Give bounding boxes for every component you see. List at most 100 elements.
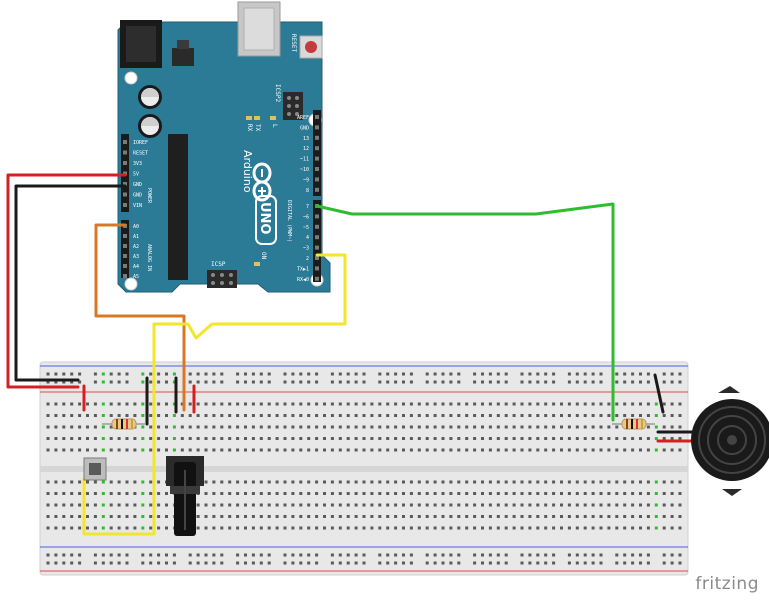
breadboard-hole — [425, 425, 429, 429]
breadboard-hole — [441, 553, 445, 557]
breadboard-hole — [449, 414, 453, 417]
breadboard-hole — [591, 553, 595, 557]
breadboard-hole — [165, 526, 168, 530]
breadboard-hole — [267, 380, 271, 384]
breadboard-hole — [291, 526, 295, 530]
icsp2-header — [283, 92, 303, 120]
breadboard-hole — [504, 437, 508, 440]
breadboard-hole — [267, 526, 271, 530]
breadboard-hole — [394, 437, 398, 440]
breadboard-hole — [607, 448, 611, 452]
breadboard-hole — [425, 492, 429, 495]
breadboard-hole — [473, 526, 477, 530]
breadboard-hole — [520, 526, 524, 530]
breadboard-hole — [323, 526, 326, 530]
breadboard-hole — [560, 414, 563, 417]
breadboard-hole — [46, 515, 50, 518]
breadboard-hole — [204, 437, 208, 440]
breadboard-hole — [678, 515, 682, 518]
breadboard-hole — [615, 437, 619, 440]
breadboard-hole — [536, 526, 540, 530]
breadboard-hole — [117, 448, 121, 452]
breadboard-hole — [62, 425, 66, 429]
breadboard-hole — [536, 380, 540, 384]
breadboard-hole — [157, 492, 161, 495]
breadboard-hole — [125, 402, 129, 406]
breadboard-hole — [70, 380, 74, 384]
breadboard-hole — [283, 561, 287, 565]
breadboard — [39, 361, 689, 576]
breadboard-hole — [654, 526, 658, 530]
breadboard-hole — [188, 380, 192, 384]
breadboard-hole — [346, 503, 350, 507]
breadboard-hole — [378, 515, 382, 518]
breadboard-hole — [259, 480, 263, 484]
breadboard-hole — [552, 448, 556, 452]
breadboard-hole — [488, 561, 492, 565]
breadboard-hole — [236, 480, 240, 484]
breadboard-hole — [473, 553, 477, 557]
breadboard-hole — [378, 402, 382, 406]
breadboard-hole — [62, 480, 66, 484]
breadboard-hole — [433, 437, 437, 440]
breadboard-hole — [417, 526, 421, 530]
breadboard-hole — [141, 515, 145, 518]
breadboard-hole — [70, 503, 74, 507]
breadboard-hole — [259, 372, 263, 376]
breadboard-hole — [196, 503, 200, 507]
breadboard-hole — [54, 561, 58, 565]
breadboard-hole — [481, 526, 484, 530]
breadboard-hole — [544, 526, 548, 530]
breadboard-hole — [117, 480, 121, 484]
breadboard-hole — [441, 425, 445, 429]
pushbutton-icon[interactable] — [83, 457, 107, 481]
breadboard-hole — [149, 553, 153, 557]
breadboard-hole — [409, 437, 413, 440]
breadboard-hole — [220, 480, 224, 484]
breadboard-hole — [457, 553, 461, 557]
breadboard-hole — [133, 492, 137, 495]
breadboard-hole — [409, 372, 413, 376]
pin-label: ~5 — [303, 225, 309, 231]
breadboard-hole — [157, 448, 161, 452]
breadboard-hole — [465, 425, 469, 429]
icsp-label: ICSP — [211, 261, 226, 268]
breadboard-hole — [315, 437, 319, 440]
breadboard-hole — [275, 425, 279, 429]
breadboard-hole — [149, 561, 153, 565]
breadboard-hole — [109, 553, 113, 557]
breadboard-hole — [496, 414, 500, 417]
breadboard-hole — [402, 437, 405, 440]
breadboard-hole — [93, 437, 97, 440]
breadboard-hole — [394, 503, 398, 507]
breadboard-hole — [425, 561, 429, 565]
breadboard-hole — [212, 480, 216, 484]
breadboard-hole — [78, 515, 82, 518]
breadboard-hole — [417, 437, 421, 440]
breadboard-hole — [251, 503, 255, 507]
breadboard-hole — [591, 437, 595, 440]
breadboard-hole — [473, 414, 477, 417]
breadboard-hole — [283, 425, 287, 429]
breadboard-hole — [512, 503, 516, 507]
potentiometer-icon[interactable] — [166, 456, 204, 536]
breadboard-hole — [567, 414, 571, 417]
breadboard-hole — [78, 414, 82, 417]
breadboard-hole — [117, 553, 121, 557]
pin-label: ~3 — [303, 246, 309, 252]
breadboard-hole — [141, 425, 145, 429]
breadboard-hole — [244, 448, 247, 452]
breadboard-hole — [323, 448, 326, 452]
breadboard-hole — [496, 437, 500, 440]
breadboard-hole — [228, 526, 232, 530]
breadboard-hole — [583, 437, 587, 440]
breadboard-hole — [212, 402, 216, 406]
breadboard-hole — [639, 561, 642, 565]
breadboard-hole — [117, 561, 121, 565]
breadboard-hole — [488, 380, 492, 384]
breadboard-hole — [244, 437, 247, 440]
breadboard-hole — [86, 414, 89, 417]
breadboard-hole — [62, 402, 66, 406]
breadboard-hole — [583, 492, 587, 495]
